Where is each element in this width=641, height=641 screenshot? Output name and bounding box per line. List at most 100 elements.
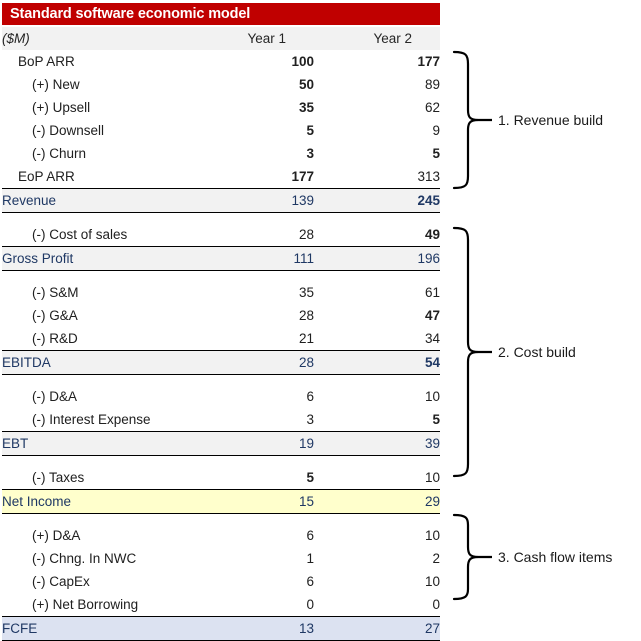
spacer-row <box>2 456 440 467</box>
row-label: BoP ARR <box>18 54 75 69</box>
row-year1-value: 177 <box>188 165 314 189</box>
economic-model-table: ($M) Year 1 Year 2 BoP ARR 100 177 (+) N… <box>2 27 440 641</box>
row-label: (+) D&A <box>32 528 81 543</box>
row-year2-value: 2 <box>432 551 440 566</box>
row-year2-value: 39 <box>314 431 440 456</box>
row-year2-value: 5 <box>432 146 440 161</box>
spacer-row <box>2 213 440 224</box>
brace-label-revenue-build: 1. Revenue build <box>498 112 604 128</box>
row-year2-value: 61 <box>424 285 440 300</box>
table-row-bop-arr: BoP ARR 100 177 <box>2 50 440 73</box>
table-row-da-expense: (-) D&A 6 10 <box>2 385 440 408</box>
brace-cost-build <box>452 226 492 478</box>
spacer-row <box>2 375 440 386</box>
row-label: (-) Downsell <box>32 123 105 138</box>
table-row-cost-of-sales: (-) Cost of sales 28 49 <box>2 223 440 247</box>
spacer-row <box>2 271 440 282</box>
row-year1-value: 3 <box>306 146 314 161</box>
table-header-row: ($M) Year 1 Year 2 <box>2 27 440 50</box>
row-label: (-) CapEx <box>32 574 90 589</box>
row-year1-value: 19 <box>188 431 314 456</box>
row-label: Gross Profit <box>2 246 188 271</box>
row-year2-value: 245 <box>314 188 440 213</box>
row-label: EoP ARR <box>2 165 188 189</box>
row-year2-value: 5 <box>314 408 440 432</box>
table-row-ebitda: EBITDA 28 54 <box>2 350 440 375</box>
table-row-gross-profit: Gross Profit 111 196 <box>2 246 440 271</box>
table-row-downsell: (-) Downsell 5 9 <box>2 119 440 142</box>
row-label: (-) Chng. In NWC <box>32 551 137 566</box>
table-row-da-addback: (+) D&A 6 10 <box>2 524 440 547</box>
row-label: (-) G&A <box>32 308 78 323</box>
row-label: FCFE <box>2 616 188 641</box>
table-row-fcfe: FCFE 13 27 <box>2 616 440 641</box>
row-year1-value: 15 <box>188 489 314 514</box>
row-year1-value: 50 <box>298 77 314 92</box>
table-row-sm: (-) S&M 35 61 <box>2 281 440 304</box>
table-row-ebt: EBT 19 39 <box>2 431 440 456</box>
spacer-row <box>2 514 440 525</box>
row-year1-value: 3 <box>188 408 314 432</box>
row-year2-value: 196 <box>314 246 440 271</box>
row-year1-value: 28 <box>188 223 314 247</box>
row-year2-value: 177 <box>417 54 440 69</box>
table-row-rd: (-) R&D 21 34 <box>2 327 440 351</box>
row-year1-value: 6 <box>306 528 314 543</box>
table-row-eop-arr: EoP ARR 177 313 <box>2 165 440 189</box>
table-row-revenue: Revenue 139 245 <box>2 188 440 213</box>
table-row-new: (+) New 50 89 <box>2 73 440 96</box>
table-row-ga: (-) G&A 28 47 <box>2 304 440 327</box>
row-year2-value: 29 <box>314 489 440 514</box>
units-header: ($M) <box>2 27 188 50</box>
row-year2-value: 49 <box>314 223 440 247</box>
brace-label-cash-flow-items: 3. Cash flow items <box>498 549 613 565</box>
brace-label-cost-build: 2. Cost build <box>498 344 576 360</box>
row-year1-value: 21 <box>188 327 314 351</box>
row-year2-value: 47 <box>424 308 440 323</box>
table-row-churn: (-) Churn 3 5 <box>2 142 440 165</box>
row-year1-value: 28 <box>298 308 314 323</box>
row-year1-value: 0 <box>188 593 314 617</box>
row-year2-value: 0 <box>314 593 440 617</box>
brace-revenue-build <box>452 50 492 190</box>
row-year2-value: 89 <box>424 77 440 92</box>
row-label: (+) New <box>32 77 80 92</box>
row-label: EBITDA <box>2 350 188 375</box>
table-row-capex: (-) CapEx 6 10 <box>2 570 440 593</box>
row-year1-value: 1 <box>306 551 314 566</box>
row-label: Revenue <box>2 188 188 213</box>
row-year1-value: 5 <box>306 123 314 138</box>
year2-header: Year 2 <box>314 27 440 50</box>
row-label: EBT <box>2 431 188 456</box>
year1-header: Year 1 <box>188 27 314 50</box>
row-year1-value: 6 <box>306 574 314 589</box>
row-label: (-) R&D <box>2 327 188 351</box>
row-label: (+) Net Borrowing <box>2 593 188 617</box>
row-label: (-) Taxes <box>2 466 188 490</box>
row-year1-value: 35 <box>298 100 314 115</box>
row-year1-value: 111 <box>188 246 314 271</box>
row-year2-value: 10 <box>424 574 440 589</box>
row-label: (-) D&A <box>32 389 77 404</box>
row-year2-value: 34 <box>314 327 440 351</box>
row-label: (-) S&M <box>32 285 79 300</box>
row-year1-value: 100 <box>291 54 314 69</box>
row-year1-value: 28 <box>188 350 314 375</box>
row-year1-value: 5 <box>188 466 314 490</box>
table-row-taxes: (-) Taxes 5 10 <box>2 466 440 490</box>
row-year2-value: 54 <box>314 350 440 375</box>
table-row-chng-nwc: (-) Chng. In NWC 1 2 <box>2 547 440 570</box>
table-row-net-income: Net Income 15 29 <box>2 489 440 514</box>
brace-cash-flow-items <box>452 513 492 601</box>
row-label: (-) Interest Expense <box>2 408 188 432</box>
row-year2-value: 10 <box>314 466 440 490</box>
row-year2-value: 27 <box>314 616 440 641</box>
row-year1-value: 35 <box>298 285 314 300</box>
row-year2-value: 10 <box>424 389 440 404</box>
financial-model-page: Standard software economic model ($M) Ye… <box>2 3 613 641</box>
row-label: (+) Upsell <box>32 100 91 115</box>
row-year2-value: 62 <box>424 100 440 115</box>
row-year2-value: 9 <box>432 123 440 138</box>
row-year2-value: 313 <box>314 165 440 189</box>
table-row-interest-expense: (-) Interest Expense 3 5 <box>2 408 440 432</box>
